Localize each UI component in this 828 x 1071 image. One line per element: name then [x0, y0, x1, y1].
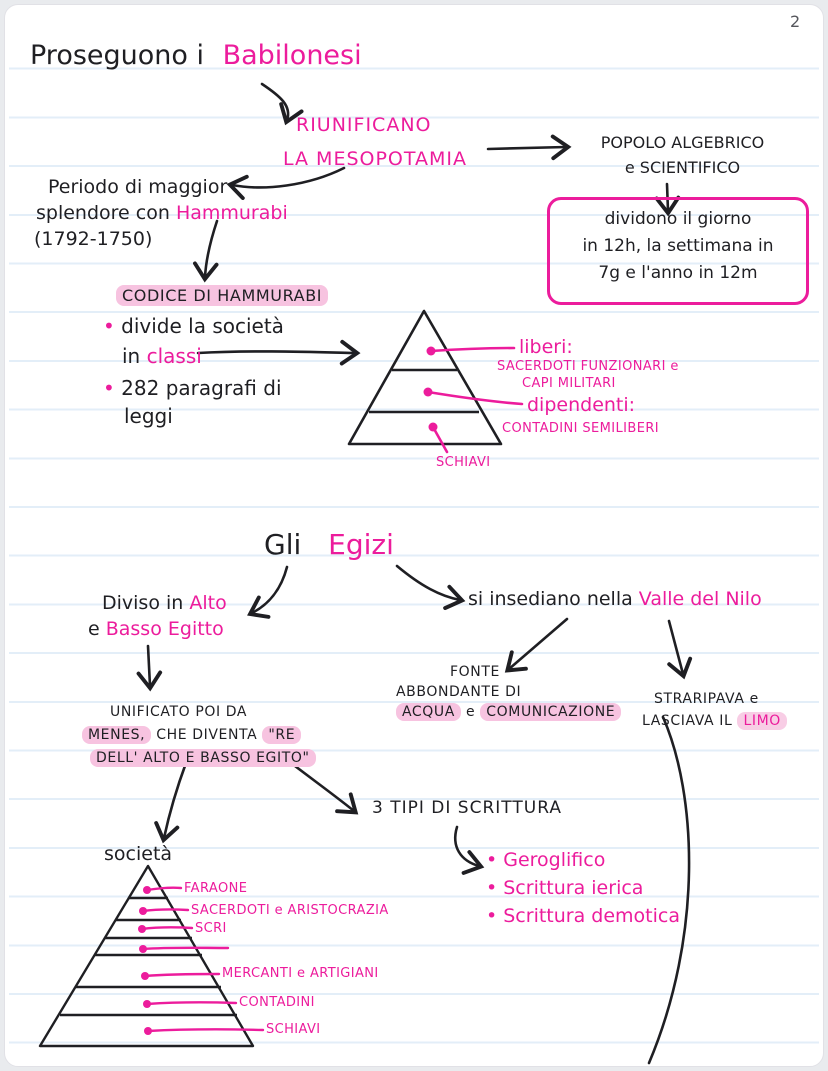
codice-bullet2-line1: 282 paragrafi di [103, 376, 281, 400]
unificato-line3: DELL' ALTO E BASSO EGITO" [90, 749, 316, 767]
scrittura-title: 3 TIPI DI SCRITTURA [372, 798, 562, 818]
egizi-title: Gli Egizi [264, 528, 394, 561]
societa-label: società [104, 843, 173, 865]
fonte-line1: FONTE [450, 664, 500, 680]
popolo-note: POPOLO ALGEBRICO e SCIENTIFICO [575, 130, 790, 180]
periodo-line1: Periodo di maggior [48, 176, 228, 198]
scrittura-item: Scrittura demotica [486, 902, 680, 930]
pyramid2-label-scri: SCRI [195, 921, 227, 936]
page-number: 2 [790, 12, 801, 31]
main-title: Proseguono i Babilonesi [30, 40, 362, 71]
pyramid2-label-faraone: FARAONE [184, 881, 248, 896]
pyramid1-level2-sub: CONTADINI SEMILIBERI [502, 421, 659, 436]
pyramid1-level1-title: liberi: [519, 336, 573, 358]
periodo-line2-black: splendore con [36, 202, 176, 224]
calendar-box: dividono il giorno in 12h, la settimana … [547, 197, 809, 305]
pyramid2-label-sacerdoti: SACERDOTI e ARISTOCRAZIA [191, 903, 389, 918]
calendar-line2: in 12h, la settimana in [582, 236, 774, 256]
diviso-line2: e Basso Egitto [88, 618, 224, 640]
main-title-black: Proseguono i [30, 40, 204, 71]
straripava-line1: STRARIPAVA e [654, 691, 759, 707]
unificato-line2: MENES, CHE DIVENTA "RE [82, 726, 302, 744]
calendar-line3: 7g e l'anno in 12m [598, 263, 758, 283]
periodo-line2: splendore con Hammurabi [36, 202, 288, 224]
fonte-line3: ACQUA e COMUNICAZIONE [396, 703, 622, 721]
diviso-line1: Diviso in Alto [102, 592, 227, 614]
pyramid2-label-mercanti: MERCANTI e ARTIGIANI [222, 966, 379, 981]
scrittura-list: Geroglifico Scrittura ierica Scrittura d… [486, 846, 680, 930]
scrittura-item: Geroglifico [486, 846, 680, 874]
popolo-line1: POPOLO ALGEBRICO [600, 133, 765, 152]
straripava-line2: LASCIAVA IL LIMO [642, 712, 787, 730]
calendar-line1: dividono il giorno [604, 209, 752, 229]
pyramid1-level3: SCHIAVI [436, 455, 491, 470]
pyramid2-label-schiavi: SCHIAVI [266, 1022, 321, 1037]
pyramid2-label-contadini: CONTADINI [239, 995, 315, 1010]
main-title-pink: Babilonesi [222, 40, 362, 71]
riunificano-line2: LA MESOPOTAMIA [283, 148, 468, 170]
periodo-line2-pink: Hammurabi [175, 202, 288, 224]
codice-title: CODICE DI HAMMURABI [116, 285, 329, 306]
riunificano-line1: RIUNIFICANO [296, 114, 432, 136]
periodo-line3: (1792-1750) [34, 228, 153, 250]
pyramid1-level1-sub1: SACERDOTI FUNZIONARI e [497, 359, 679, 374]
popolo-line2: e SCIENTIFICO [624, 158, 741, 177]
fonte-line2: ABBONDANTE DI [396, 684, 522, 700]
pyramid1-level1-sub2: CAPI MILITARI [522, 376, 616, 391]
insediano-note: si insediano nella Valle del Nilo [468, 588, 762, 610]
codice-bullet1-line1: divide la società [103, 314, 284, 338]
scrittura-item: Scrittura ierica [486, 874, 680, 902]
pyramid1-level2-title: dipendenti: [527, 394, 636, 416]
codice-bullet2-line2: leggi [124, 404, 173, 428]
codice-bullet1-line2: in classi [122, 344, 202, 368]
unificato-line1: UNIFICATO POI DA [110, 704, 248, 720]
